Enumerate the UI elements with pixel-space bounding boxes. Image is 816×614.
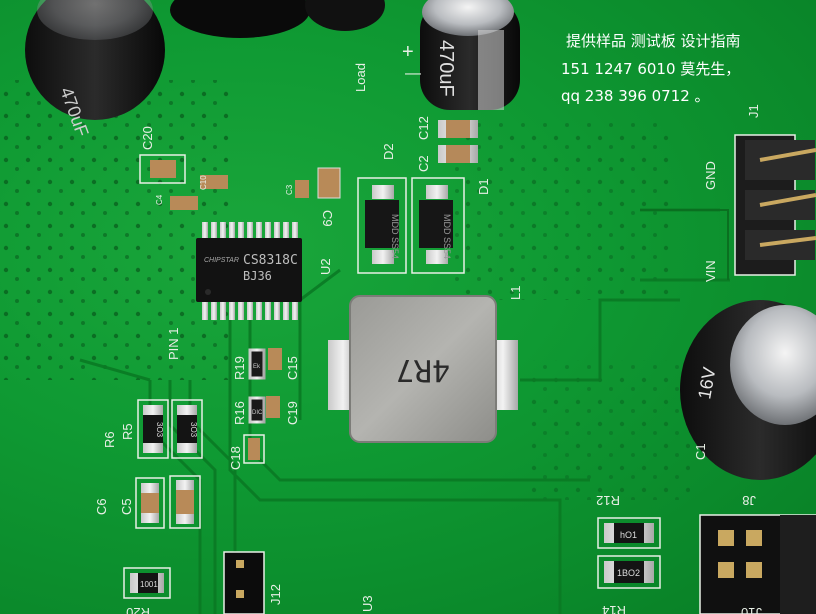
svg-text:CHIPSTAR: CHIPSTAR <box>204 257 239 264</box>
resistor-r20: 1001 <box>123 567 171 599</box>
svg-text:C1: C1 <box>693 443 708 460</box>
svg-text:R14: R14 <box>602 603 626 614</box>
svg-text:R6: R6 <box>102 431 117 448</box>
svg-text:R20: R20 <box>126 605 150 614</box>
capacitor-top-right: 470uF <box>420 0 520 110</box>
diode-d2: MDD SS54 <box>357 177 407 274</box>
svg-text:C2: C2 <box>416 155 431 172</box>
svg-text:DIC: DIC <box>252 410 263 416</box>
inductor-l1: 4R7 <box>328 295 518 443</box>
capacitor-c12 <box>438 120 478 138</box>
resistor-r6: 3O3 <box>137 399 169 459</box>
svg-text:D2: D2 <box>381 143 396 160</box>
header-j8-j10 <box>699 514 816 614</box>
svg-text:Load: Load <box>353 63 368 92</box>
svg-text:U2: U2 <box>318 258 333 275</box>
svg-text:C19: C19 <box>285 401 300 425</box>
svg-text:PIN 1: PIN 1 <box>166 327 181 360</box>
svg-text:C4: C4 <box>155 194 164 205</box>
resistor-r14: 1BO2 <box>597 555 661 589</box>
svg-text:C9: C9 <box>320 210 335 227</box>
svg-text:1BO2: 1BO2 <box>617 568 640 578</box>
svg-text:C12: C12 <box>416 116 431 140</box>
svg-text:C10: C10 <box>199 175 208 190</box>
capacitor-c2 <box>438 145 478 163</box>
svg-text:MDD SS54: MDD SS54 <box>442 214 452 259</box>
svg-text:hO1: hO1 <box>620 530 637 540</box>
svg-text:R12: R12 <box>596 493 620 508</box>
svg-text:3O3: 3O3 <box>189 422 198 438</box>
svg-text:—: — <box>405 65 421 82</box>
svg-text:4R7: 4R7 <box>396 352 450 387</box>
svg-text:1001: 1001 <box>140 580 158 589</box>
svg-text:R16: R16 <box>232 401 247 425</box>
svg-text:MDD SS54: MDD SS54 <box>390 214 400 259</box>
svg-text:C20: C20 <box>140 126 155 150</box>
svg-text:C15: C15 <box>285 356 300 380</box>
svg-text:CS8318C: CS8318C <box>243 253 298 268</box>
capacitor-c1: 16V <box>680 300 816 480</box>
svg-text:J8: J8 <box>742 493 756 508</box>
svg-text:BJ36: BJ36 <box>243 269 272 283</box>
svg-text:C18: C18 <box>228 446 243 470</box>
resistor-r5: 3O3 <box>171 399 203 459</box>
svg-text:GND: GND <box>703 161 718 190</box>
resistor-r12: hO1 <box>597 517 661 549</box>
overlay-line-2: 151 1247 6010 莫先生， <box>561 60 741 78</box>
svg-text:C5: C5 <box>119 498 134 515</box>
svg-text:U3: U3 <box>360 595 375 612</box>
svg-text:C3: C3 <box>285 184 294 195</box>
svg-text:3O3: 3O3 <box>155 422 164 438</box>
svg-text:L1: L1 <box>508 286 523 300</box>
ic-u2: CHIPSTAR CS8318C BJ36 <box>196 222 302 320</box>
svg-text:C6: C6 <box>94 498 109 515</box>
svg-text:VIN: VIN <box>703 260 718 282</box>
silkscreen-labels: C20 Load + — C12 C2 D2 D1 C9 C3 C10 C4 U… <box>94 41 762 614</box>
svg-text:D1: D1 <box>476 178 491 195</box>
overlay-line-3: qq 238 396 0712 。 <box>561 87 710 105</box>
diode-d1: MDD SS54 <box>411 177 465 274</box>
svg-text:R5: R5 <box>120 423 135 440</box>
svg-text:J12: J12 <box>268 584 283 605</box>
svg-text:R19: R19 <box>232 356 247 380</box>
overlay-line-1: 提供样品 测试板 设计指南 <box>566 32 741 50</box>
svg-text:470uF: 470uF <box>435 40 457 97</box>
svg-text:J10: J10 <box>741 605 762 614</box>
svg-text:+: + <box>402 41 414 63</box>
header-j1 <box>734 134 816 276</box>
svg-text:J1: J1 <box>746 104 761 118</box>
svg-text:Ek: Ek <box>253 364 261 370</box>
